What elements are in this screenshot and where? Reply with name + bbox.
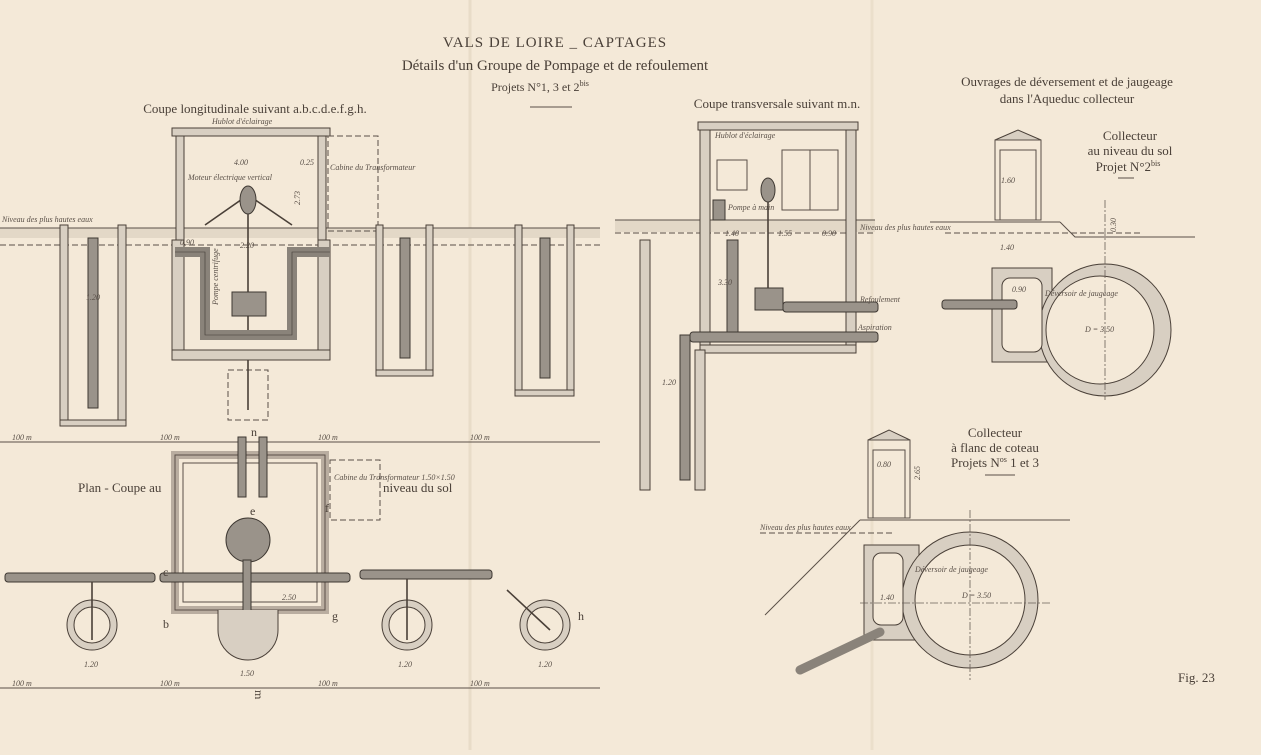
dim-0-90: 0.90 <box>1012 285 1026 294</box>
collector-ground-line2: au niveau du sol <box>1088 143 1173 158</box>
overflow-structure-ground: 1.60 0.30 1.40 Déversoir de jaugeage D =… <box>930 129 1195 400</box>
letter-e: e <box>250 504 255 518</box>
plan-title-left: Plan - Coupe au <box>78 480 162 495</box>
dim-0-30: 0.30 <box>1109 218 1118 232</box>
dim-1-20: 1.20 <box>86 293 100 302</box>
transversal-section-title: Coupe transversale suivant m.n. <box>694 96 860 111</box>
dim-1-40: 1.40 <box>880 593 894 602</box>
overflow-title-line1: Ouvrages de déversement et de jaugeage <box>961 74 1173 89</box>
dim-1-60: 1.60 <box>1001 176 1015 185</box>
dim-1-40: 1.40 <box>1000 243 1014 252</box>
well-middle <box>375 224 434 377</box>
suction-label: Aspiration <box>857 323 892 332</box>
pump-icon <box>754 287 784 311</box>
well-plan <box>66 579 571 661</box>
letter-g: g <box>332 609 338 623</box>
dim-1-20: 1.20 <box>538 660 552 669</box>
dim-0-80: 0.80 <box>877 460 891 469</box>
dim-0-25: 0.25 <box>300 158 314 167</box>
plan-section: Plan - Coupe au niveau du sol Cabine du … <box>0 425 600 700</box>
letter-m: m <box>252 690 266 700</box>
distance-label: 100 m <box>470 679 490 688</box>
longitudinal-section-title: Coupe longitudinale suivant a.b.c.d.e.f.… <box>143 101 366 116</box>
dim-1-20: 1.20 <box>662 378 676 387</box>
pump-house-building: Hublot d'éclairage 4.00 0.90 2.20 0.25 2… <box>171 117 416 421</box>
plan-title-right: niveau du sol <box>383 480 453 495</box>
sheet-title: VALS DE LOIRE _ CAPTAGES <box>443 35 667 51</box>
hand-pump-icon <box>712 199 726 221</box>
motor-icon <box>239 185 257 215</box>
dim-1-50: 1.50 <box>240 669 254 678</box>
transversal-section: Niveau des plus hautes eaux Hublot d'écl… <box>615 121 951 491</box>
letter-c: c <box>163 565 168 579</box>
distance-label: 100 m <box>12 679 32 688</box>
water-level-label: Niveau des plus hautes eaux <box>759 523 851 532</box>
dim-2-50: 2.50 <box>282 593 296 602</box>
pump-wheel-icon <box>225 517 271 563</box>
collector-slope-line3: Projets Nos 1 et 3 <box>951 455 1039 470</box>
distance-label: 100 m <box>318 679 338 688</box>
collector-ground-line3: Projet N°2bis <box>1096 159 1161 174</box>
well-right <box>514 224 575 397</box>
pump-icon <box>231 291 267 317</box>
letter-h: h <box>578 609 584 623</box>
dim-1-20: 1.20 <box>398 660 412 669</box>
figure-label: Fig. 23 <box>1178 670 1215 685</box>
letter-f: f <box>325 501 329 515</box>
projects-label: Projets N°1, 3 et 2bis <box>491 79 589 94</box>
well-left: 1.20 <box>59 224 127 427</box>
dim-2-73: 2.73 <box>293 191 302 205</box>
motor-label: Moteur électrique vertical <box>187 173 273 182</box>
hand-pump-label: Pompe à main <box>727 203 774 212</box>
distance-label: 100 m <box>160 433 180 442</box>
skylight-label: Hublot d'éclairage <box>714 131 776 140</box>
water-level-label: Niveau des plus hautes eaux <box>1 215 93 224</box>
diameter-label: D = 3.50 <box>1084 325 1114 334</box>
centrifugal-pump-label: Pompe centrifuge <box>211 248 220 306</box>
dim-1-55: 1.55 <box>778 229 792 238</box>
weir-label: Déversoir de jaugeage <box>914 565 988 574</box>
weir-label: Déversoir de jaugeage <box>1044 289 1118 298</box>
motor-icon <box>760 177 776 203</box>
dim-1-40: 1.40 <box>725 229 739 238</box>
overflow-structure-hillside: 0.80 2.65 Niveau des plus hautes eaux Dé… <box>759 429 1070 680</box>
distance-label: 100 m <box>160 679 180 688</box>
discharge-label: Refoulement <box>859 295 901 304</box>
longitudinal-section: Hublot d'éclairage 4.00 0.90 2.20 0.25 2… <box>0 117 600 443</box>
dim-3-30: 3.30 <box>717 278 732 287</box>
skylight-label: Hublot d'éclairage <box>211 117 273 126</box>
control-panel-icon <box>716 159 748 191</box>
water-level-label: Niveau des plus hautes eaux <box>859 223 951 232</box>
dim-0-90: 0.90 <box>180 238 194 247</box>
dim-1-20: 1.20 <box>84 660 98 669</box>
dim-2-20: 2.20 <box>240 241 254 250</box>
collector-ground-line1: Collecteur <box>1103 128 1158 143</box>
diameter-label: D = 3.50 <box>961 591 991 600</box>
transformer-cabin-label: Cabine du Transformateur <box>330 163 416 172</box>
dim-4-00: 4.00 <box>234 158 248 167</box>
dim-2-65: 2.65 <box>913 466 922 480</box>
letter-n: n <box>251 425 257 439</box>
overflow-title-line2: dans l'Aqueduc collecteur <box>1000 91 1135 106</box>
distance-label: 100 m <box>318 433 338 442</box>
collector-slope-line2: à flanc de coteau <box>951 440 1039 455</box>
distance-label: 100 m <box>470 433 490 442</box>
transformer-plan-label: Cabine du Transformateur 1.50×1.50 <box>334 473 455 482</box>
dim-0-90: 0.90 <box>822 229 836 238</box>
letter-b: b <box>163 617 169 631</box>
collector-slope-line1: Collecteur <box>968 425 1023 440</box>
sheet-subtitle: Détails d'un Groupe de Pompage et de ref… <box>402 58 709 74</box>
distance-label: 100 m <box>12 433 32 442</box>
